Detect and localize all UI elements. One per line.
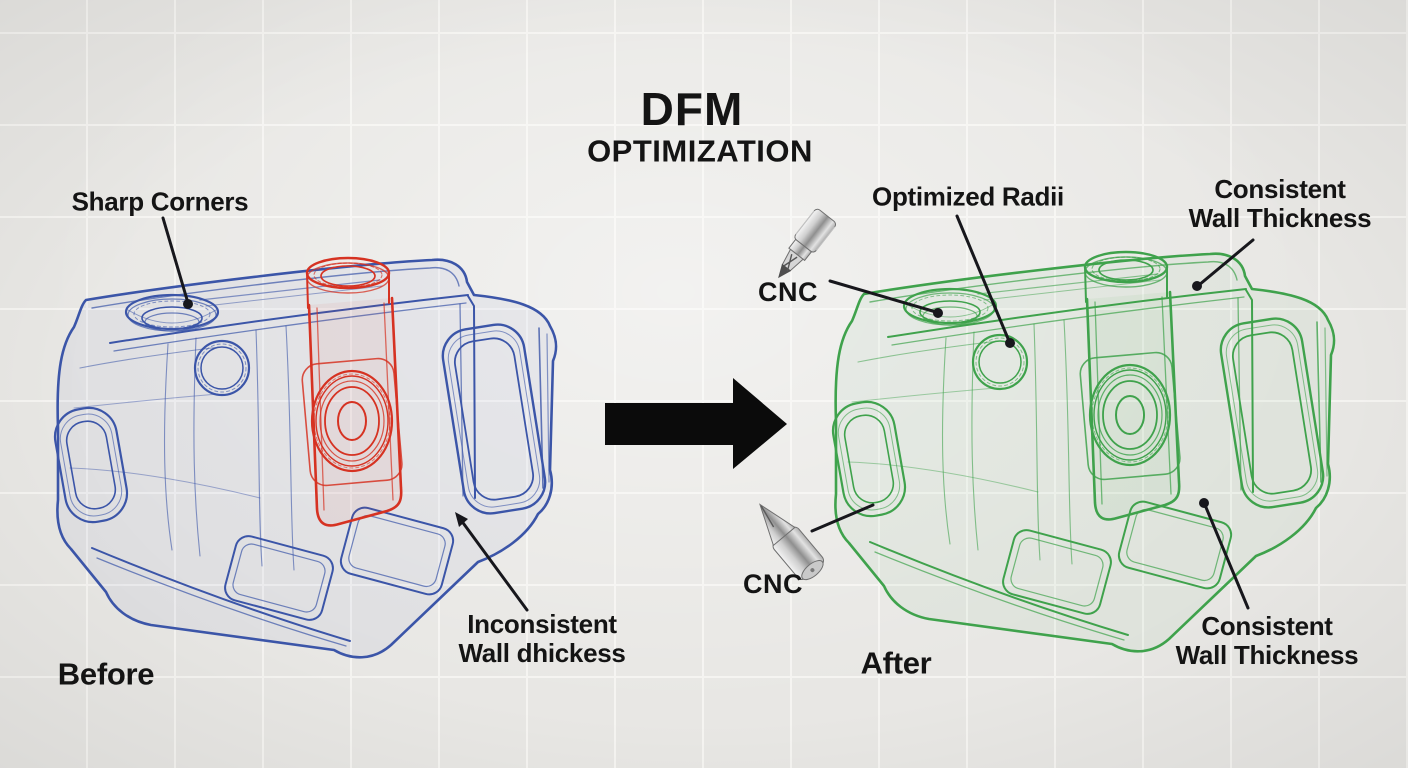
before-label: Before xyxy=(57,656,155,692)
after-model-wireframe xyxy=(827,250,1336,653)
annotation-consistent-wall-bottom-line1: Consistent xyxy=(1201,610,1333,641)
annotation-sharp-corners: Sharp Corners xyxy=(71,186,249,217)
consistent-wall-bottom-leader xyxy=(1203,503,1250,610)
annotation-consistent-wall-bottom: Consistent Wall Thickness xyxy=(1175,610,1359,670)
optimized-radii-leader xyxy=(955,214,1011,343)
after-label: After xyxy=(860,645,932,681)
consistent-wall-top-leader xyxy=(1197,238,1255,287)
sharp-corners-leader xyxy=(161,216,190,305)
before-model-wireframe xyxy=(49,258,558,659)
page-title: DFM xyxy=(640,83,744,136)
annotation-inconsistent-wall-line1: Inconsistent xyxy=(467,608,617,639)
annotation-optimized-radii: Optimized Radii xyxy=(872,181,1064,212)
cnc-bottom-label: CNC xyxy=(743,568,803,599)
page-subtitle: OPTIMIZATION xyxy=(587,133,813,169)
cnc-endmill-icon xyxy=(778,208,837,279)
inconsistent-wall-leader xyxy=(456,514,529,612)
annotation-consistent-wall-top: Consistent Wall Thickness xyxy=(1188,173,1372,233)
cnc-top-label: CNC xyxy=(758,276,818,307)
annotation-inconsistent-wall: Inconsistent Wall dhickess xyxy=(458,608,626,668)
annotation-leader-lines xyxy=(161,214,1255,612)
annotation-consistent-wall-top-line2: Wall Thickness xyxy=(1188,203,1372,233)
annotation-consistent-wall-top-line1: Consistent xyxy=(1214,173,1346,204)
transformation-arrow-icon xyxy=(605,378,787,469)
annotation-inconsistent-wall-line2: Wall dhickess xyxy=(458,638,626,668)
annotation-consistent-wall-bottom-line2: Wall Thickness xyxy=(1175,640,1359,670)
cnc-bottom-leader xyxy=(810,503,875,533)
cnc-top-leader xyxy=(828,279,938,314)
cnc-engraver-icon xyxy=(759,503,825,581)
